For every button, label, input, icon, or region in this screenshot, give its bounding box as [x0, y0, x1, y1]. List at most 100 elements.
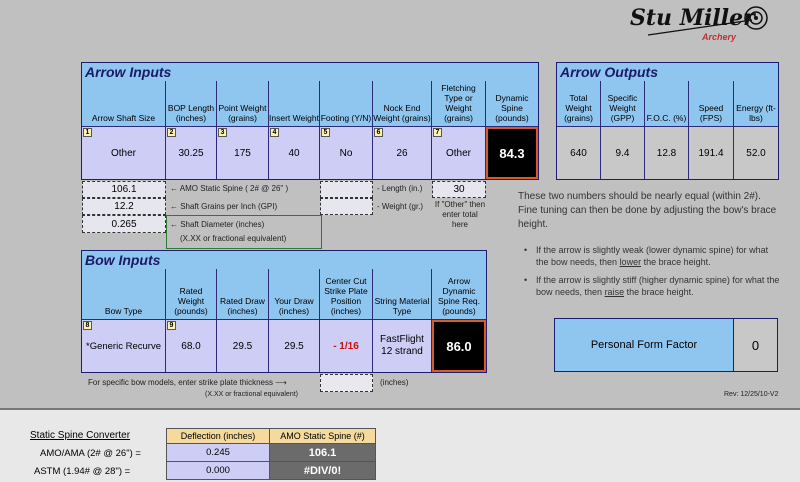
step-number: 2 — [167, 128, 176, 137]
bop-length-input[interactable]: 2 30.25 — [166, 127, 217, 179]
header-specific-weight: Specific Weight (GPP) — [601, 81, 645, 127]
converter-area: Static Spine Converter Deflection (inche… — [0, 408, 800, 482]
arrow-outputs-title: Arrow Outputs — [560, 64, 658, 80]
advice-stiff-emphasis: raise — [604, 287, 625, 297]
strike-plate-sublabel: (X.XX or fractional equivalent) — [205, 391, 298, 398]
header-your-draw: Your Draw (inches) — [269, 269, 320, 320]
header-arrow-shaft-size: Arrow Shaft Size — [82, 81, 166, 127]
step-number: 5 — [321, 128, 330, 137]
bow-inputs-title: Bow Inputs — [85, 252, 161, 268]
speed-value: 191.4 — [689, 127, 734, 179]
dynamic-spine-output: 84.3 — [486, 127, 538, 179]
advice-stiff-text: If the arrow is slightly stiff (higher d… — [536, 275, 780, 297]
insert-weight-value: 40 — [288, 147, 300, 159]
converter-spine-output: 106.1 — [270, 444, 376, 462]
converter-title: Static Spine Converter — [30, 430, 131, 441]
target-icon — [647, 6, 768, 36]
bullet-icon: • — [524, 245, 528, 255]
header-total-weight: Total Weight (grains) — [557, 81, 601, 127]
header-foc: F.O.C. (%) — [645, 81, 689, 127]
converter-row-label: AMO/AMA (2# @ 26") = — [40, 448, 141, 459]
nock-end-weight-value: 26 — [396, 147, 408, 159]
step-number: 3 — [218, 128, 227, 137]
advice-weak-emphasis: lower — [619, 257, 642, 267]
header-strike-plate: Center Cut Strike Plate Position (inches… — [320, 269, 373, 320]
advice-stiff-end: the brace height. — [624, 287, 694, 297]
energy-value: 52.0 — [734, 127, 778, 179]
strike-plate-input[interactable]: - 1/16 — [320, 320, 373, 372]
insert-weight-input[interactable]: 4 40 — [269, 127, 320, 179]
arrow-inputs-title: Arrow Inputs — [85, 64, 172, 80]
header-nock-end-weight: Nock End Weight (grains) — [373, 81, 432, 127]
step-number: 9 — [167, 321, 176, 330]
fletching-type-input[interactable]: 7 Other — [432, 127, 486, 179]
length-label: - Length (in.) — [377, 184, 423, 193]
your-draw-input[interactable]: 29.5 — [269, 320, 320, 372]
logo: Stu Miller Archery — [628, 2, 798, 48]
footing-length-field[interactable] — [320, 181, 373, 198]
amo-static-spine-field: 106.1 — [82, 181, 166, 198]
header-dynamic-spine-req: Arrow Dynamic Spine Req. (pounds) — [432, 269, 486, 320]
point-weight-value: 175 — [234, 147, 251, 159]
header-insert-weight: Insert Weight — [269, 81, 320, 127]
step-number: 6 — [374, 128, 383, 137]
point-weight-input[interactable]: 3 175 — [217, 127, 269, 179]
header-bow-type: Bow Type — [82, 269, 166, 320]
strike-plate-unit: (inches) — [380, 378, 409, 387]
header-rated-draw: Rated Draw (inches) — [217, 269, 269, 320]
fletching-note: If "Other" then enter total here — [434, 200, 486, 229]
spreadsheet-sheet: Stu Miller Archery Arrow Inputs Arrow Sh… — [81, 2, 798, 398]
fletching-type-value: Other — [445, 147, 471, 159]
bow-type-input[interactable]: 8 *Generic Recurve — [82, 320, 166, 372]
advice-intro: These two numbers should be nearly equal… — [518, 191, 777, 230]
nock-end-weight-input[interactable]: 6 26 — [373, 127, 432, 179]
shaft-diameter-sublabel: (X.XX or fractional equivalent) — [180, 234, 287, 243]
shaft-diameter-input[interactable]: 0.265 — [82, 215, 166, 233]
converter-deflection-input[interactable]: 0.000 — [166, 462, 270, 480]
step-number: 7 — [433, 128, 442, 137]
converter-header-deflection: Deflection (inches) — [166, 428, 270, 444]
form-factor-input[interactable]: 0 — [734, 318, 778, 372]
step-number: 4 — [270, 128, 279, 137]
logo-subtext: Archery — [702, 32, 737, 42]
advice-weak-end: the brace height. — [641, 257, 711, 267]
rated-weight-input[interactable]: 9 68.0 — [166, 320, 217, 372]
step-number: 8 — [83, 321, 92, 330]
header-string-material: String Material Type — [373, 269, 432, 320]
bullet-icon: • — [524, 275, 528, 285]
header-bop-length: BOP Length (inches) — [166, 81, 217, 127]
header-dynamic-spine: Dynamic Spine (pounds) — [486, 81, 538, 127]
advice-weak: • If the arrow is slightly weak (lower d… — [524, 244, 782, 268]
advice-stiff: • If the arrow is slightly stiff (higher… — [524, 274, 782, 298]
header-point-weight: Point Weight (grains) — [217, 81, 269, 127]
footing-value: No — [339, 147, 353, 159]
arrow-shaft-size-input[interactable]: 1 Other — [82, 127, 166, 179]
logo-text: Stu Miller — [630, 5, 755, 31]
header-fletching-type: Fletching Type or Weight (grains) — [432, 81, 486, 127]
gpi-label: ← Shaft Grains per Inch (GPI) — [170, 202, 278, 211]
footing-weight-field[interactable] — [320, 198, 373, 215]
rated-weight-value: 68.0 — [181, 340, 201, 352]
converter-spine-output: #DIV/0! — [270, 462, 376, 480]
header-energy: Energy (ft-lbs) — [734, 81, 778, 127]
fletching-weight-field[interactable]: 30 — [432, 181, 486, 198]
amo-static-spine-label: ← AMO Static Spine ( 2# @ 26" ) — [170, 184, 289, 193]
specific-weight-value: 9.4 — [601, 127, 645, 179]
string-material-input[interactable]: FastFlight 12 strand — [373, 320, 432, 372]
converter-deflection-input[interactable]: 0.245 — [166, 444, 270, 462]
header-footing: Footing (Y/N) — [320, 81, 373, 127]
strike-plate-note: For specific bow models, enter strike pl… — [88, 378, 287, 387]
advice-weak-text: If the arrow is slightly weak (lower dyn… — [536, 245, 769, 267]
revision-label: Rev: 12/25/10-V2 — [724, 391, 779, 398]
bop-length-value: 30.25 — [178, 147, 204, 159]
strike-plate-thickness-input[interactable] — [320, 374, 373, 392]
rated-draw-input[interactable]: 29.5 — [217, 320, 269, 372]
arrow-shaft-size-value: Other — [110, 147, 136, 159]
footing-input[interactable]: 5 No — [320, 127, 373, 179]
converter-row-label: ASTM (1.94# @ 28") = — [34, 466, 131, 477]
bow-type-value: *Generic Recurve — [86, 340, 161, 352]
diameter-note-box — [166, 215, 322, 249]
form-factor-label: Personal Form Factor — [554, 318, 734, 372]
total-weight-value: 640 — [557, 127, 601, 179]
foc-value: 12.8 — [645, 127, 689, 179]
